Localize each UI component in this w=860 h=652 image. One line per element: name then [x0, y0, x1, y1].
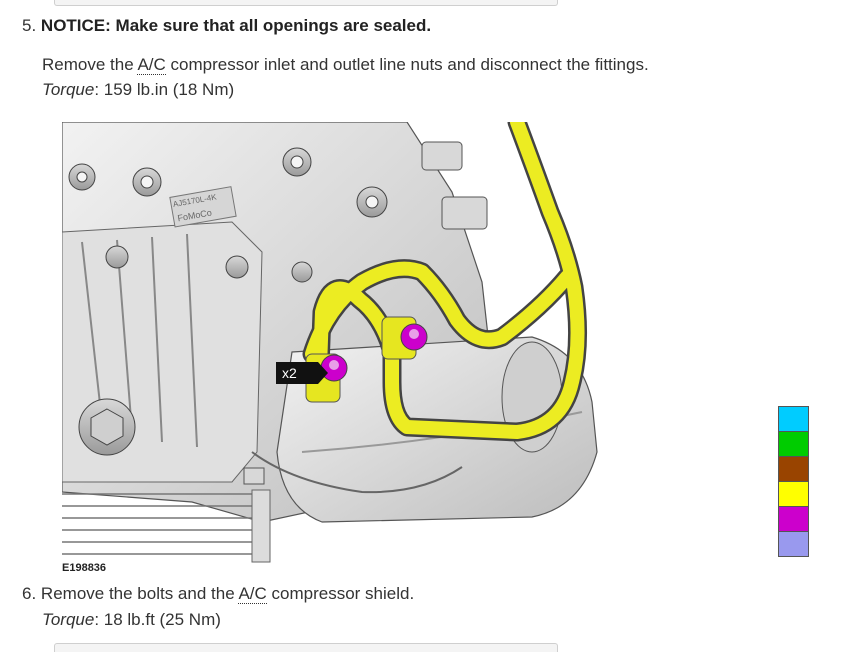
step-6: 6. Remove the bolts and the A/C compress… [22, 583, 414, 605]
legend-swatch-cyan [778, 406, 809, 432]
step-5-notice: 5. NOTICE: Make sure that all openings a… [22, 15, 431, 37]
step-6-number: 6. [22, 584, 37, 603]
legend-swatch-green [778, 431, 809, 457]
legend-swatch-magenta [778, 506, 809, 532]
step-5-text-b: compressor inlet and outlet line nuts an… [165, 55, 649, 74]
step-6-torque: Torque: 18 lb.ft (25 Nm) [42, 609, 221, 631]
figure-id: E198836 [62, 562, 107, 574]
abbr-ac-link-2[interactable]: A/C [238, 584, 267, 604]
previous-figure-frame-edge [54, 0, 558, 6]
step-5-number: 5. [22, 16, 37, 35]
legend-swatch-brown [778, 456, 809, 482]
abbr-ac-link[interactable]: A/C [137, 55, 166, 75]
torque-value-2: : 18 lb.ft (25 Nm) [94, 610, 221, 629]
torque-value: : 159 lb.in (18 Nm) [94, 80, 235, 99]
legend-swatch-yellow [778, 481, 809, 507]
ac-compressor-illustration: AJ5170L-4K FoMoCo x2 [62, 122, 598, 563]
legend-swatch-lavender [778, 531, 809, 557]
torque-label-2: Torque [42, 610, 95, 629]
step-5-text-a: Remove the [42, 55, 138, 74]
step-6-text-b: compressor shield. [266, 584, 415, 603]
step-5-torque: Torque: 159 lb.in (18 Nm) [42, 79, 234, 101]
quantity-callout: x2 [276, 362, 328, 384]
step-5-instruction: Remove the A/C compressor inlet and outl… [42, 54, 649, 76]
torque-label: Torque [42, 80, 95, 99]
step-6-text-a: Remove the bolts and the [40, 584, 239, 603]
next-figure-frame-edge [54, 643, 558, 652]
step-5-notice-text: NOTICE: Make sure that all openings are … [40, 16, 432, 35]
callout-text: x2 [282, 365, 297, 381]
color-legend [778, 406, 809, 557]
